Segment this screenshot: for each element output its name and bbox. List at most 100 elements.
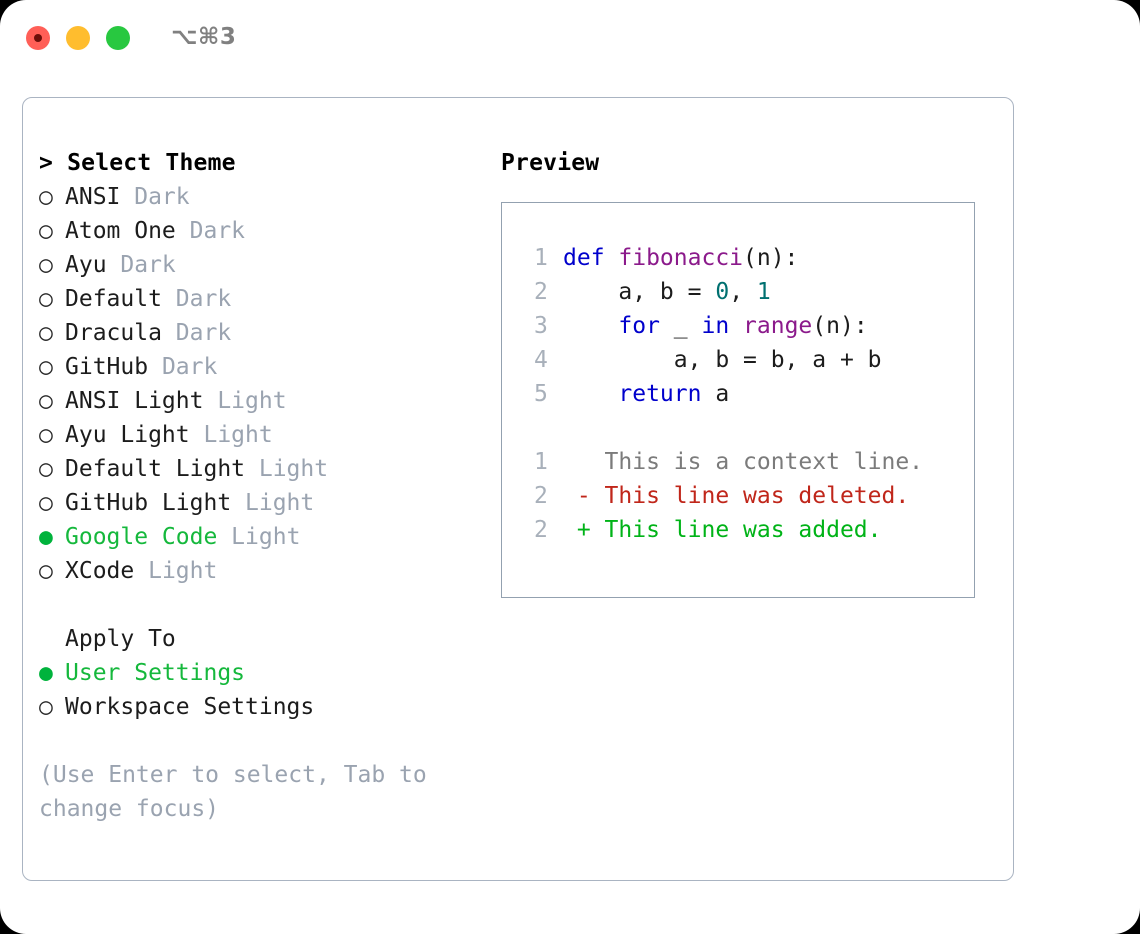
line-number: 2	[534, 483, 548, 509]
preview-gap	[534, 411, 974, 445]
code-token: a	[701, 381, 730, 407]
radio-unselected-icon: ○	[39, 320, 53, 346]
apply-to-label: Workspace Settings	[65, 694, 315, 720]
diff-text: + This line was added.	[563, 517, 882, 543]
theme-name: XCode	[65, 558, 135, 584]
title-bar: ⌥⌘3	[0, 0, 1140, 78]
theme-name: GitHub	[65, 354, 149, 380]
minimize-button[interactable]	[66, 26, 90, 50]
theme-variant-label: Dark	[175, 218, 246, 244]
diff-line: 2 + This line was added.	[534, 513, 974, 547]
theme-list-item[interactable]: ●Google Code Light	[39, 520, 489, 554]
theme-list-item[interactable]: ○Default Light Light	[39, 452, 489, 486]
theme-list-item[interactable]: ○ Atom One Dark	[39, 214, 489, 248]
theme-name: Default Light	[65, 456, 246, 482]
code-token: _	[659, 313, 702, 339]
code-line: 5 return a	[534, 377, 974, 411]
theme-variant-label: Light	[245, 456, 329, 482]
line-number: 4	[534, 347, 548, 373]
list-spacer	[39, 588, 489, 622]
code-token: 1	[756, 279, 771, 305]
line-number: 2	[534, 517, 548, 543]
code-token: for	[618, 313, 660, 339]
theme-name: Ayu	[65, 252, 107, 278]
apply-to-label: User Settings	[65, 660, 246, 686]
radio-unselected-icon: ○	[39, 558, 53, 584]
theme-variant-label: Dark	[120, 184, 190, 210]
code-token: 0	[715, 279, 730, 305]
code-token	[563, 313, 618, 339]
apply-to-option[interactable]: ○ Workspace Settings	[39, 690, 489, 724]
theme-name: Ayu Light	[65, 422, 190, 448]
select-theme-heading: > Select Theme	[39, 150, 236, 176]
theme-list-item[interactable]: ○ Default Dark	[39, 282, 489, 316]
theme-name: ANSI	[65, 184, 121, 210]
theme-list-item[interactable]: ○ XCode Light	[39, 554, 489, 588]
radio-selected-icon: ●	[39, 524, 53, 550]
theme-selector-panel: > Select Theme ○ANSI Dark○Atom One Dark○…	[22, 97, 1014, 881]
code-token: (n):	[743, 245, 799, 271]
theme-list-item[interactable]: ○Dracula Dark	[39, 316, 489, 350]
diff-sample: 1 This is a context line.2 - This line w…	[534, 445, 974, 547]
code-line: 3 for _ in range(n):	[534, 309, 974, 343]
radio-unselected-icon: ○	[39, 252, 53, 278]
line-number: 5	[534, 381, 548, 407]
code-token: a, b =	[563, 279, 716, 305]
code-token: in	[701, 313, 730, 339]
theme-list-item[interactable]: ○ GitHub Light Light	[39, 486, 489, 520]
code-token: ,	[729, 279, 757, 305]
theme-name: ANSI Light	[65, 388, 204, 414]
theme-list-item[interactable]: ○ GitHub Dark	[39, 350, 489, 384]
theme-variant-label: Light	[134, 558, 218, 584]
diff-line: 2 - This line was deleted.	[534, 479, 974, 513]
code-token: fibonacci	[618, 245, 744, 271]
diff-line: 1 This is a context line.	[534, 445, 974, 479]
code-token	[563, 381, 618, 407]
diff-text: This is a context line.	[563, 449, 924, 475]
code-token: range	[743, 313, 813, 339]
maximize-button[interactable]	[106, 26, 130, 50]
code-line: 2 a, b = 0, 1	[534, 275, 974, 309]
radio-unselected-icon: ○	[39, 388, 53, 414]
theme-name: GitHub Light	[65, 490, 232, 516]
theme-variant-label: Dark	[161, 320, 232, 346]
diff-text: - This line was deleted.	[563, 483, 910, 509]
radio-unselected-icon: ○	[39, 184, 53, 210]
radio-unselected-icon: ○	[39, 490, 53, 516]
radio-unselected-icon: ○	[39, 286, 53, 312]
theme-variant-label: Dark	[106, 252, 176, 278]
radio-unselected-icon: ○	[39, 422, 53, 448]
theme-list-item[interactable]: ○ Ayu Light Light	[39, 418, 489, 452]
apply-to-option[interactable]: ● User Settings	[39, 656, 489, 690]
preview-title: Preview	[501, 150, 600, 176]
line-number: 1	[534, 245, 548, 271]
theme-name: Atom One	[65, 218, 176, 244]
theme-list: ○ANSI Dark○Atom One Dark○Ayu Dark○Defaul…	[39, 180, 489, 588]
code-token: return	[618, 381, 702, 407]
code-token: (n):	[812, 313, 868, 339]
keyboard-shortcut-label: ⌥⌘3	[171, 24, 237, 50]
code-token: a, b = b, a + b	[563, 347, 882, 373]
theme-variant-label: Light	[231, 490, 315, 516]
radio-unselected-icon: ○	[39, 354, 53, 380]
theme-variant-label: Dark	[161, 286, 232, 312]
theme-variant-label: Dark	[148, 354, 218, 380]
radio-unselected-icon: ○	[39, 694, 53, 720]
theme-name: Default	[65, 286, 162, 312]
line-number: 1	[534, 449, 548, 475]
theme-list-item[interactable]: ○ANSI Light Light	[39, 384, 489, 418]
radio-selected-icon: ●	[39, 660, 53, 686]
theme-list-item[interactable]: ○ ANSI Dark	[39, 180, 489, 214]
line-number: 2	[534, 279, 548, 305]
theme-list-item[interactable]: ○ Ayu Dark	[39, 248, 489, 282]
apply-to-list: ● User Settings ○ Workspace Settings	[39, 656, 489, 724]
code-token	[729, 313, 743, 339]
apply-to-heading: Apply To	[65, 626, 176, 652]
theme-variant-label: Light	[189, 422, 273, 448]
radio-unselected-icon: ○	[39, 218, 53, 244]
